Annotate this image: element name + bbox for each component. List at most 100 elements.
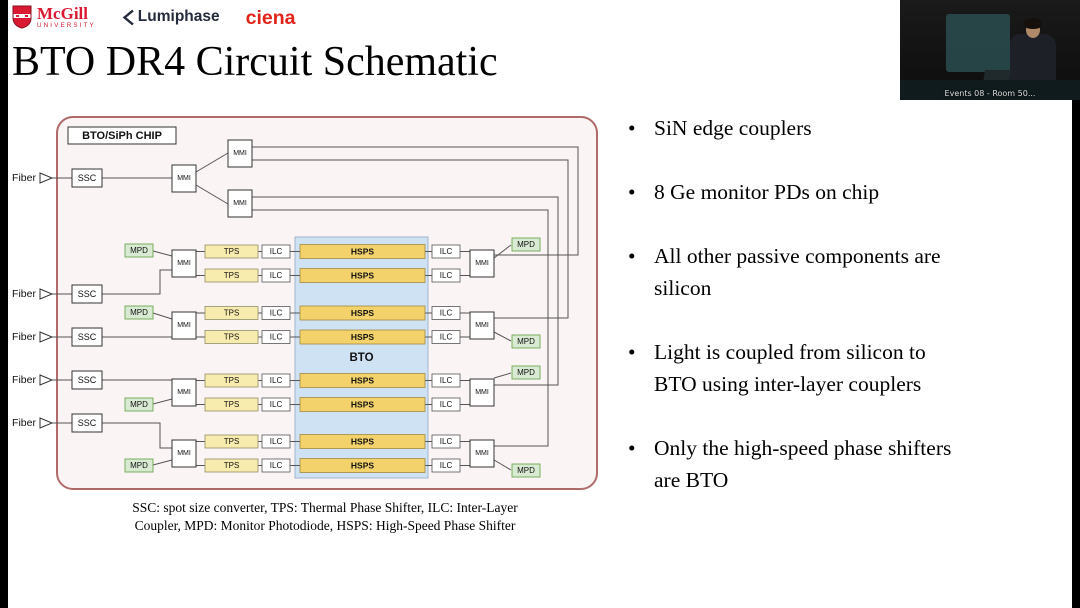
- ssc-box: [71, 168, 103, 188]
- presenter-silhouette: [1010, 34, 1056, 80]
- ilc-box: [431, 458, 461, 473]
- mmi-label: MMI: [177, 389, 191, 396]
- bullet-dot: •: [628, 180, 636, 204]
- hsps-box: [299, 305, 426, 321]
- ilc-box: [261, 397, 291, 412]
- hsps-label: HSPS: [351, 461, 374, 471]
- ssc-label: SSC: [78, 332, 97, 342]
- tps-box: [204, 397, 259, 412]
- ilc-box: [261, 373, 291, 388]
- logo-row: McGill UNIVERSITY Lumiphase ciena: [12, 5, 296, 30]
- mmi-box: [171, 164, 197, 193]
- ilc-box: [261, 434, 291, 449]
- hsps-label: HSPS: [351, 332, 374, 342]
- ilc-label: ILC: [440, 437, 453, 446]
- fiber-label: Fiber: [12, 331, 36, 343]
- schematic-caption: SSC: spot size converter, TPS: Thermal P…: [60, 499, 590, 534]
- hsps-label: HSPS: [351, 437, 374, 447]
- mmi-label: MMI: [177, 260, 191, 267]
- hsps-box: [299, 244, 426, 259]
- mpd-label: MPD: [130, 246, 148, 255]
- mmi-box: [171, 439, 197, 468]
- ilc-box: [431, 244, 461, 259]
- bullet-text: Only the high-speed phase shifters are B…: [654, 436, 952, 492]
- projection-screen: [946, 14, 1010, 72]
- mpd-label: MPD: [517, 368, 535, 377]
- circuit-schematic: BTO/SiPh CHIP Fiber Fiber Fiber Fiber Fi…: [12, 116, 598, 490]
- ilc-box: [261, 306, 291, 320]
- hsps-label: HSPS: [351, 247, 374, 257]
- page-title: BTO DR4 Circuit Schematic: [12, 39, 498, 85]
- ssc-box: [71, 284, 103, 304]
- bullet-dot: •: [628, 116, 636, 140]
- presenter-video: Events 08 - Room 50...: [900, 0, 1080, 100]
- ilc-box: [431, 330, 461, 344]
- tps-label: TPS: [224, 376, 240, 385]
- video-caption-text: Events 08 - Room 50...: [944, 89, 1036, 98]
- bullet-item: • 8 Ge monitor PDs on chip: [627, 176, 972, 208]
- ilc-label: ILC: [270, 461, 283, 470]
- tps-box: [204, 268, 259, 283]
- tps-label: TPS: [224, 309, 240, 318]
- mpd-box: [511, 365, 541, 380]
- mpd-box: [124, 458, 154, 473]
- hsps-label: HSPS: [351, 376, 374, 386]
- ssc-box: [71, 413, 103, 433]
- bullet-list: • SiN edge couplers • 8 Ge monitor PDs o…: [627, 112, 972, 528]
- ilc-label: ILC: [270, 309, 283, 318]
- bullet-text: SiN edge couplers: [654, 116, 812, 140]
- ilc-label: ILC: [440, 376, 453, 385]
- caption-line: Coupler, MPD: Monitor Photodiode, HSPS: …: [134, 517, 516, 533]
- ilc-box: [431, 306, 461, 320]
- lumiphase-name: Lumiphase: [137, 8, 220, 25]
- ilc-label: ILC: [270, 437, 283, 446]
- ilc-label: ILC: [270, 376, 283, 385]
- mcgill-crest-icon: [12, 5, 32, 29]
- lumiphase-logo: Lumiphase: [122, 8, 220, 26]
- mpd-label: MPD: [517, 240, 535, 249]
- hsps-label: HSPS: [351, 400, 374, 410]
- mmi-box: [469, 311, 495, 340]
- tps-label: TPS: [224, 333, 240, 342]
- mmi-box: [171, 311, 197, 340]
- mmi-box: [227, 189, 253, 218]
- mmi-label: MMI: [475, 389, 489, 396]
- desk-shape: [900, 80, 1080, 100]
- ilc-label: ILC: [270, 247, 283, 256]
- ilc-label: ILC: [270, 271, 283, 280]
- ilc-box: [261, 268, 291, 283]
- ilc-box: [431, 373, 461, 388]
- fiber-label: Fiber: [12, 417, 36, 429]
- mpd-box: [124, 305, 154, 320]
- mmi-box: [227, 139, 253, 168]
- ciena-logo: ciena: [245, 7, 296, 29]
- mmi-box: [469, 378, 495, 407]
- fiber-label: Fiber: [12, 288, 36, 300]
- ilc-label: ILC: [270, 400, 283, 409]
- tps-box: [204, 458, 259, 473]
- tps-box: [204, 330, 259, 344]
- chip-label-box: [67, 126, 177, 145]
- ilc-box: [261, 244, 291, 259]
- tps-label: TPS: [224, 247, 240, 256]
- hsps-box: [299, 397, 426, 412]
- fiber-label: Fiber: [12, 172, 36, 184]
- mpd-box: [511, 463, 541, 478]
- hsps-box: [299, 329, 426, 345]
- mcgill-name: McGill: [37, 4, 88, 23]
- caption-line: SSC: spot size converter, TPS: Thermal P…: [132, 500, 518, 515]
- hsps-box: [299, 268, 426, 283]
- ssc-label: SSC: [78, 375, 97, 385]
- mcgill-university-text: UNIVERSITY: [37, 22, 96, 29]
- bullet-dot: •: [628, 340, 636, 364]
- ilc-label: ILC: [440, 461, 453, 470]
- ssc-label: SSC: [78, 418, 97, 428]
- mmi-box: [469, 439, 495, 468]
- ilc-label: ILC: [440, 271, 453, 280]
- ilc-label: ILC: [440, 400, 453, 409]
- mpd-box: [511, 334, 541, 349]
- hsps-box: [299, 373, 426, 388]
- tps-box: [204, 373, 259, 388]
- ilc-box: [431, 268, 461, 283]
